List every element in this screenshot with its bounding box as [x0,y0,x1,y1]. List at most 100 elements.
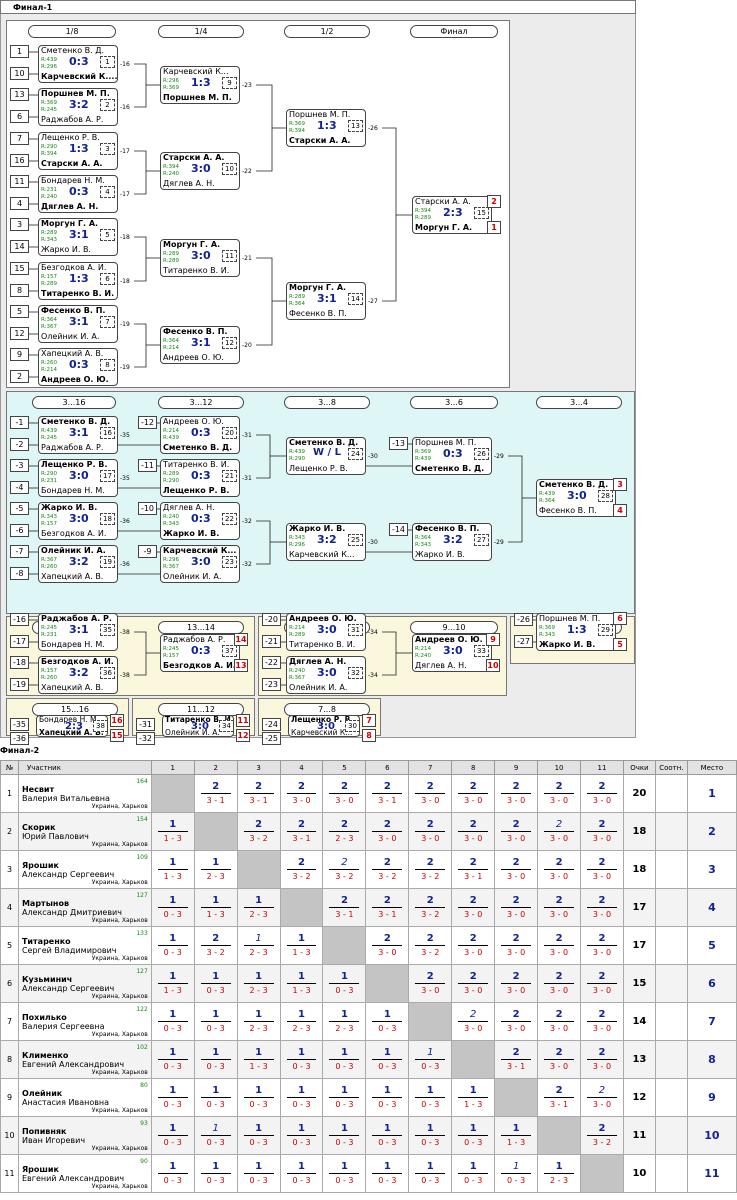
participant-rating: 90 [140,1158,148,1165]
result-games: 3 - 0 [292,796,311,805]
participant-lastname: Похилько [21,1012,67,1022]
result-games: 0 - 3 [206,1176,225,1185]
result-points: 1 [200,1122,231,1136]
player-name: Олейник И. А. [163,572,222,581]
player-name: Безгодков А. И. [163,661,236,670]
player-name: Поршнев М. П. [415,438,477,447]
player-name: Жарко И. В. [163,529,220,538]
player-name: Жарко И. В. [539,640,596,649]
result-points: 2 [372,856,403,870]
place-badge: 5 [613,638,627,651]
place-cell: 3 [686,850,737,889]
place-badge: 8 [362,729,376,742]
match-score: 1:3 [69,272,89,285]
result-games: 0 - 3 [335,986,354,995]
participant-rating: 127 [136,892,148,899]
result-games: 3 - 2 [378,872,397,881]
player-rating: R:369 [163,85,180,91]
result-games: 2 - 3 [335,1024,354,1033]
next-match-label: -31 [242,432,252,439]
player-name: Хапецкий А. В. [41,572,104,581]
player-rating: R:367 [41,557,58,563]
result-games: 0 - 3 [378,1138,397,1147]
match-score: 1:3 [567,623,587,636]
match-score: 3:0 [567,489,587,502]
player-rating: R:369 [415,449,432,455]
player-name: Бондарев Н. М. [41,176,105,185]
participant-city: Украина, Харьков [91,1183,148,1190]
result-points: 1 [200,1084,231,1098]
participant-rating: 80 [140,1082,148,1089]
points-cell: 14 [622,1002,656,1041]
player-rating: R:296 [163,78,180,84]
result-games: 3 - 0 [592,1024,612,1033]
match-score: 0:3 [191,512,211,525]
result-games: 0 - 3 [464,1138,483,1147]
result-games: 2 - 3 [292,1024,311,1033]
player-rating: R:343 [415,542,432,548]
result-games: 3 - 0 [464,910,483,919]
result-points: 1 [157,1084,188,1098]
match-number: 11 [222,250,237,262]
match-number: 5 [100,229,115,241]
result-points: 1 [458,1160,489,1174]
result-points: 1 [157,818,188,832]
player-name: Бондарев Н. М. [39,715,99,724]
row-number: 7 [0,1002,19,1041]
player-rating: R:369 [539,625,556,631]
match-score: 3:0 [317,666,337,679]
player-name: Старски А. А. [163,153,225,162]
seed-box: 9 [10,348,29,361]
diagonal-cell [451,1040,496,1079]
result-games: 3 - 2 [249,834,268,843]
result-points: 2 [286,818,317,832]
phase-header: 1/2 [284,25,370,38]
row-number: 9 [0,1078,19,1117]
